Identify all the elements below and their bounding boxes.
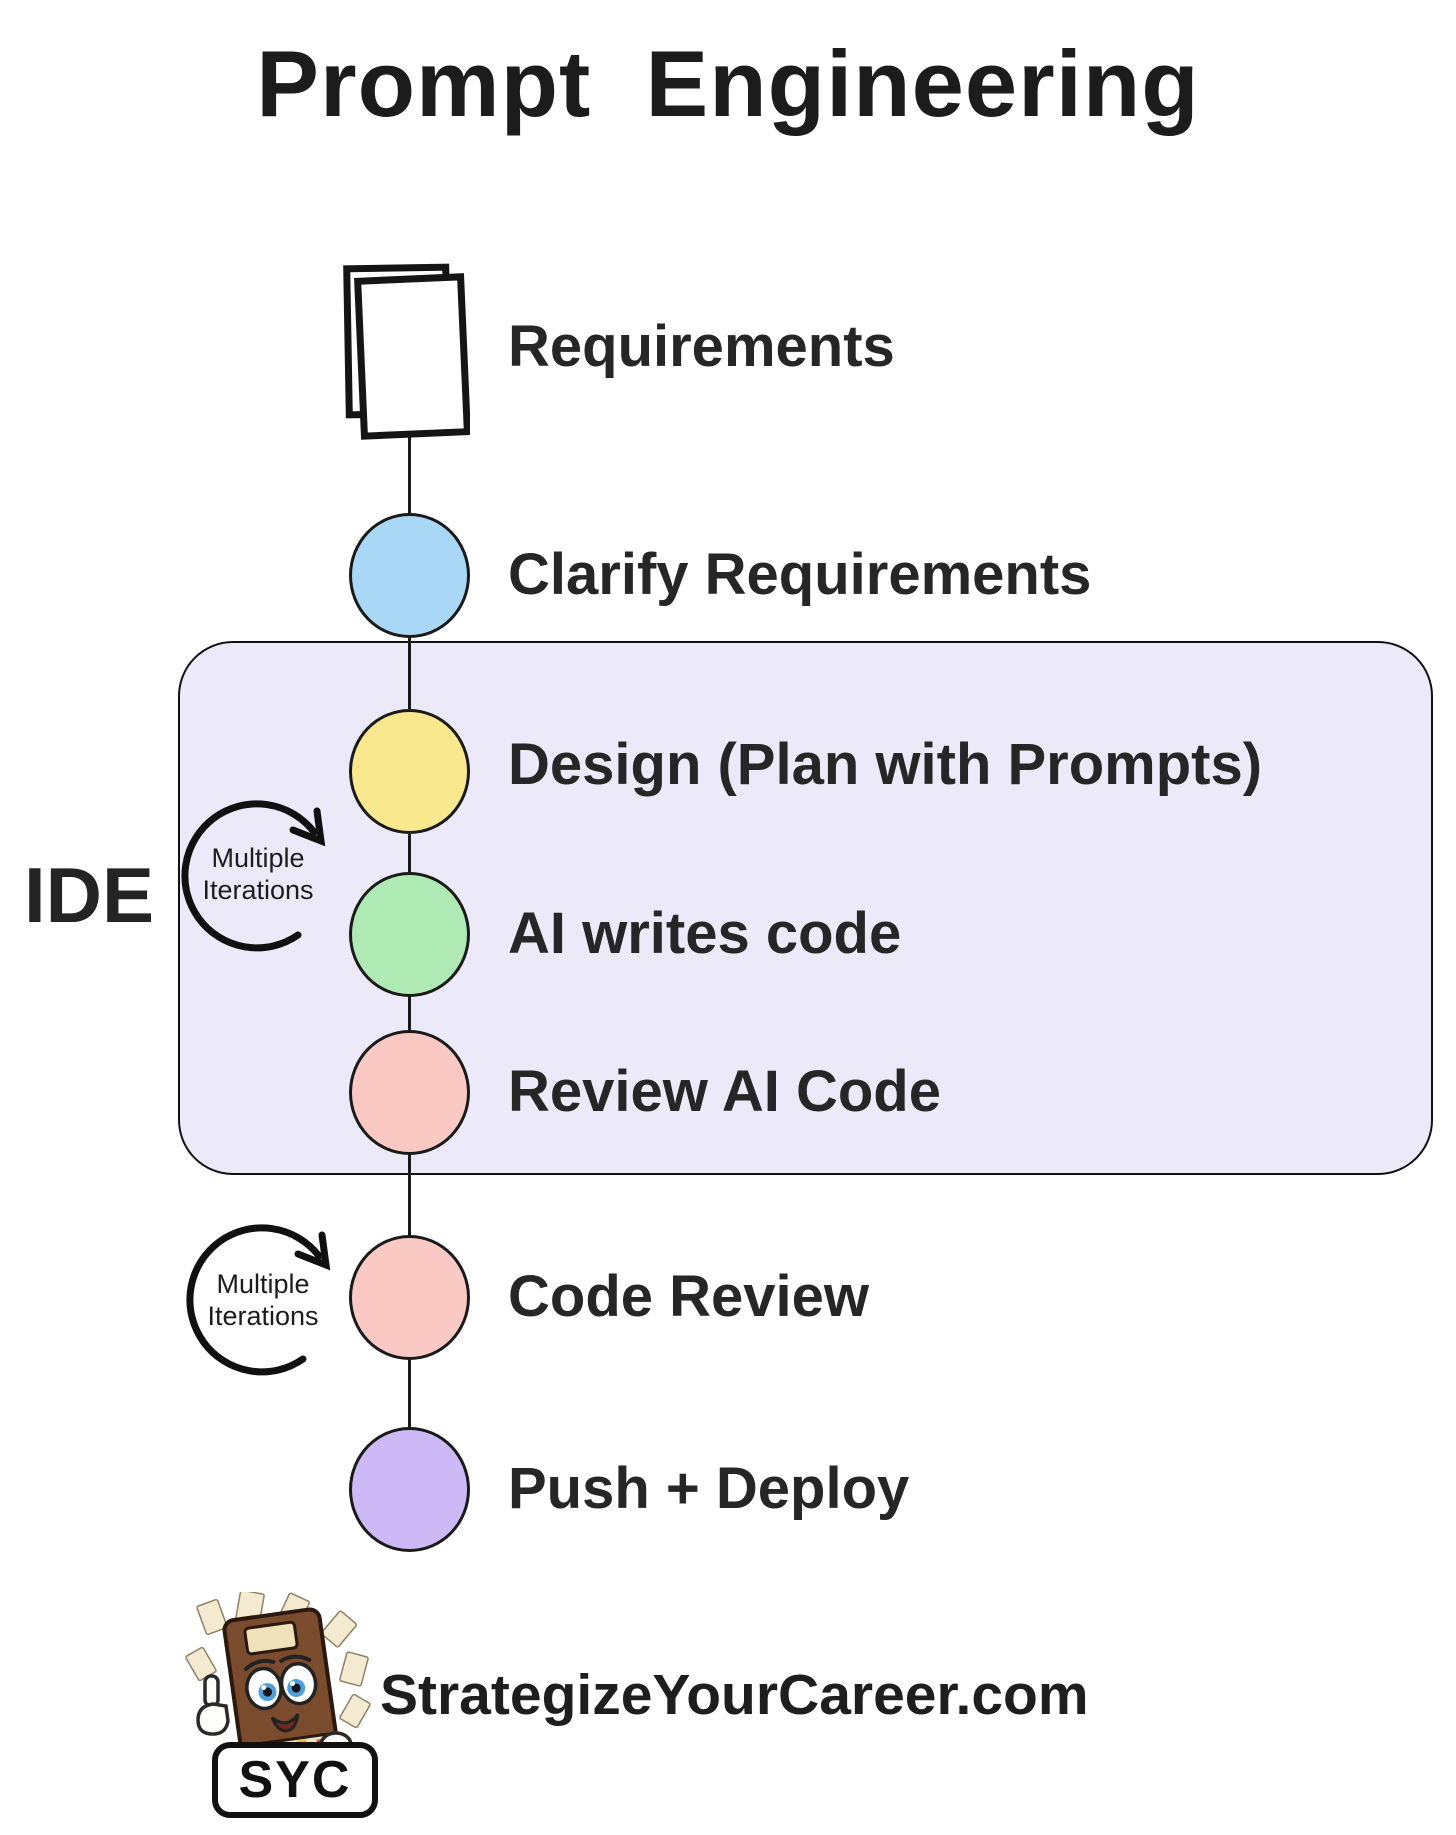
loop-caption-line2: Iterations <box>202 875 314 905</box>
step-label-requirements: Requirements <box>508 314 895 379</box>
flying-papers <box>185 1592 371 1729</box>
node-ai-writes-code <box>349 872 470 997</box>
ide-group-label: IDE <box>24 851 155 939</box>
node-clarify-requirements <box>349 513 470 638</box>
loop-caption-ide: Multiple Iterations <box>178 842 338 906</box>
syc-logo-badge: SYC <box>212 1742 378 1818</box>
documents-icon <box>343 263 470 440</box>
loop-caption-line1: Multiple <box>211 843 305 873</box>
thumbs-up-glove <box>196 1674 230 1736</box>
step-label-design: Design (Plan with Prompts) <box>508 732 1263 797</box>
page-title: Prompt Engineering <box>256 31 1200 136</box>
loop-caption-line1: Multiple <box>216 1269 310 1299</box>
node-review-ai-code <box>349 1030 470 1155</box>
node-code-review <box>349 1235 470 1360</box>
loop-caption-line2: Iterations <box>207 1301 319 1331</box>
step-label-review-ai-code: Review AI Code <box>508 1059 941 1124</box>
node-push-deploy <box>349 1427 470 1552</box>
step-label-code-review: Code Review <box>508 1264 869 1329</box>
step-label-push-deploy: Push + Deploy <box>508 1456 910 1521</box>
step-label-clarify-requirements: Clarify Requirements <box>508 542 1092 607</box>
node-design <box>349 709 470 834</box>
loop-caption-code-review: Multiple Iterations <box>183 1268 343 1332</box>
website-url: StrategizeYourCareer.com <box>380 1663 1089 1727</box>
syc-logo-text: SYC <box>238 1751 352 1809</box>
step-label-ai-writes-code: AI writes code <box>508 901 902 966</box>
